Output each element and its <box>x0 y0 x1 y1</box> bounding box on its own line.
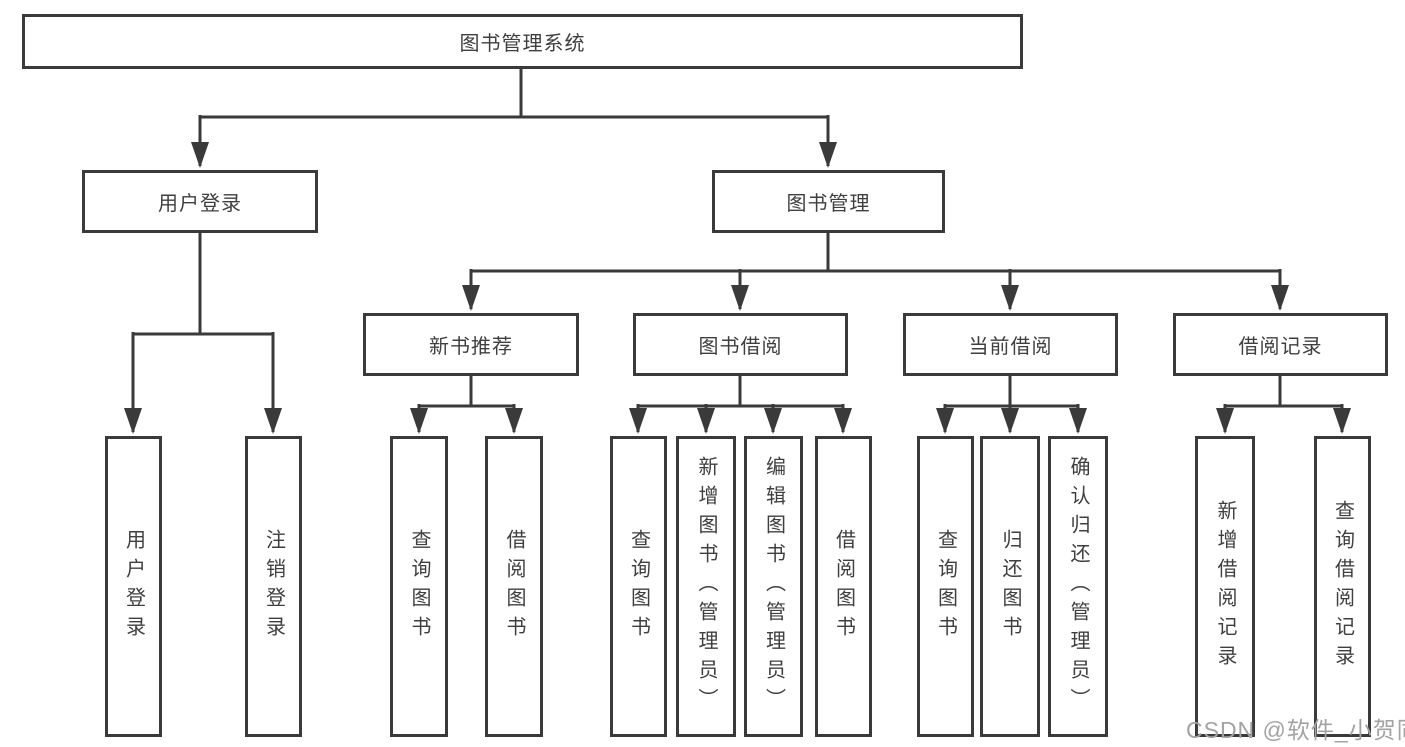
node-leaf-query-books-recommend: 查询图书 <box>390 436 448 737</box>
node-book-management-label: 图书管理 <box>786 193 871 215</box>
node-leaf-edit-books-admin-label: 编辑图书（管理员） <box>762 456 785 717</box>
node-book-borrowing-label: 图书借阅 <box>698 336 783 358</box>
node-leaf-query-books-current: 查询图书 <box>917 436 974 737</box>
node-new-book-recommend: 新书推荐 <box>363 313 579 376</box>
node-leaf-add-books-admin: 新增图书（管理员） <box>676 436 736 737</box>
node-leaf-user-login-label: 用户登录 <box>122 528 145 645</box>
node-borrowing-records-label: 借阅记录 <box>1238 336 1323 358</box>
node-current-borrowing: 当前借阅 <box>903 313 1118 376</box>
node-leaf-borrow-books-recommend-label: 借阅图书 <box>503 528 525 645</box>
node-leaf-query-borrow-record-label: 查询借阅记录 <box>1331 499 1354 674</box>
node-leaf-query-books-borrowing-label: 查询图书 <box>627 528 650 645</box>
node-leaf-borrow-books-borrowing-label: 借阅图书 <box>832 528 855 645</box>
node-leaf-return-books: 归还图书 <box>980 436 1040 737</box>
node-leaf-borrow-books-recommend: 借阅图书 <box>485 436 543 737</box>
node-leaf-user-login: 用户登录 <box>105 436 162 737</box>
node-root: 图书管理系统 <box>22 14 1023 69</box>
node-leaf-borrow-books-borrowing: 借阅图书 <box>815 436 872 737</box>
node-borrowing-records: 借阅记录 <box>1173 313 1388 376</box>
node-leaf-add-books-admin-label: 新增图书（管理员） <box>695 456 717 717</box>
node-book-borrowing: 图书借阅 <box>633 313 848 376</box>
node-leaf-return-books-label: 归还图书 <box>999 528 1021 645</box>
node-new-book-recommend-label: 新书推荐 <box>429 336 513 358</box>
node-leaf-add-borrow-record-label: 新增借阅记录 <box>1214 499 1236 674</box>
node-leaf-edit-books-admin: 编辑图书（管理员） <box>744 436 803 737</box>
node-user-login-label: 用户登录 <box>158 193 242 215</box>
node-leaf-logout-label: 注销登录 <box>262 528 285 645</box>
watermark: CSDN @软件_小贺同学 <box>1186 717 1405 743</box>
node-leaf-confirm-return-admin: 确认归还（管理员） <box>1048 436 1108 737</box>
node-root-label: 图书管理系统 <box>459 33 586 55</box>
node-leaf-query-borrow-record: 查询借阅记录 <box>1314 436 1371 737</box>
node-leaf-query-books-borrowing: 查询图书 <box>610 436 667 737</box>
node-leaf-query-books-recommend-label: 查询图书 <box>408 528 430 645</box>
node-leaf-add-borrow-record: 新增借阅记录 <box>1195 436 1255 737</box>
node-leaf-logout: 注销登录 <box>245 436 302 737</box>
node-leaf-query-books-current-label: 查询图书 <box>934 528 957 645</box>
node-leaf-confirm-return-admin-label: 确认归还（管理员） <box>1067 456 1089 717</box>
node-current-borrowing-label: 当前借阅 <box>968 336 1053 358</box>
node-user-login: 用户登录 <box>82 170 318 233</box>
node-book-management: 图书管理 <box>712 170 945 233</box>
